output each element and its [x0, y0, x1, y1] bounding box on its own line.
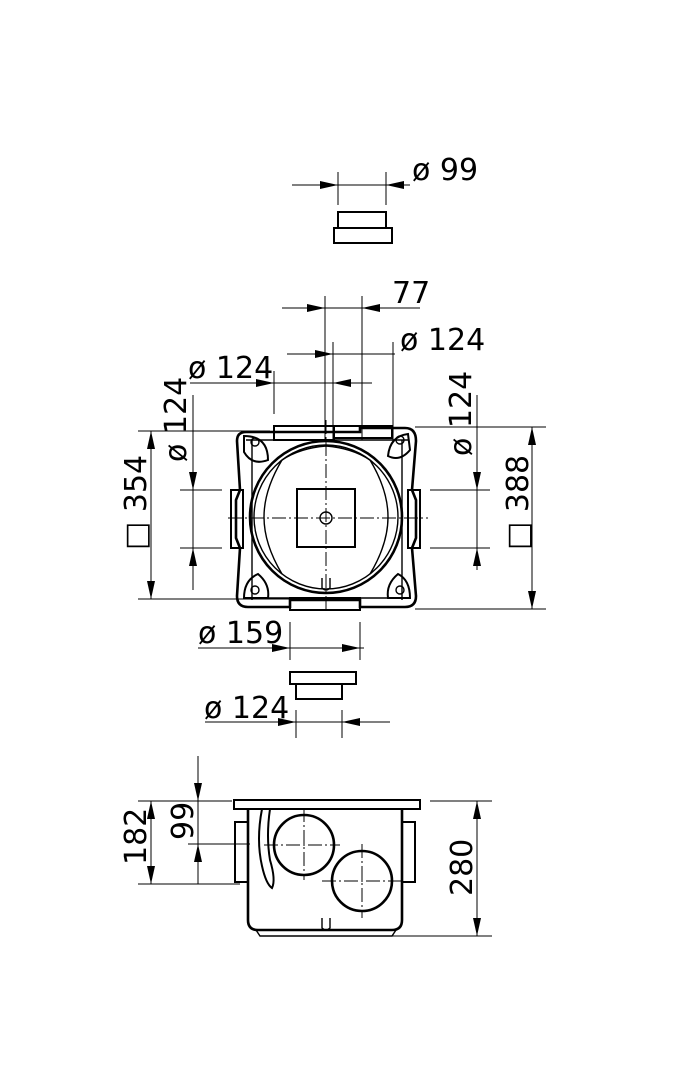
bottom-inner-dimension: ø 124	[204, 691, 390, 738]
port-left-top-label: ø 124	[188, 351, 273, 386]
port-right-side-label: ø 124	[444, 371, 479, 456]
port-right-side-dimension: ø 124	[430, 371, 490, 570]
port-left-top-dimension: ø 124	[188, 351, 372, 414]
elevation-view-body	[233, 799, 421, 937]
square-left-label: □ 354	[119, 455, 154, 550]
height-99-label: 99	[166, 802, 201, 840]
elevation-dimensions: 182 99 280	[119, 756, 492, 937]
offset-dimension: 77	[282, 276, 430, 440]
port-right-top-label: ø 124	[400, 323, 485, 358]
top-spigot	[333, 211, 393, 244]
port-left-side-label: ø 124	[159, 377, 194, 462]
port-right-top-dimension: ø 124	[287, 323, 485, 440]
height-182-label: 182	[119, 808, 154, 865]
top-spigot-diameter-label: ø 99	[412, 153, 478, 188]
square-right-dimension: □ 388	[415, 426, 546, 610]
top-spigot-dimension: ø 99	[292, 153, 478, 205]
bottom-outer-dimension: ø 159	[198, 616, 364, 660]
bottom-outer-label: ø 159	[198, 616, 283, 651]
bottom-inner-label: ø 124	[204, 691, 289, 726]
offset-label: 77	[392, 276, 430, 311]
plan-view-body	[228, 420, 428, 612]
port-left-side-dimension: ø 124	[159, 377, 222, 590]
bottom-spigot	[289, 671, 357, 700]
height-280-label: 280	[445, 839, 480, 896]
square-right-label: □ 388	[501, 455, 536, 550]
